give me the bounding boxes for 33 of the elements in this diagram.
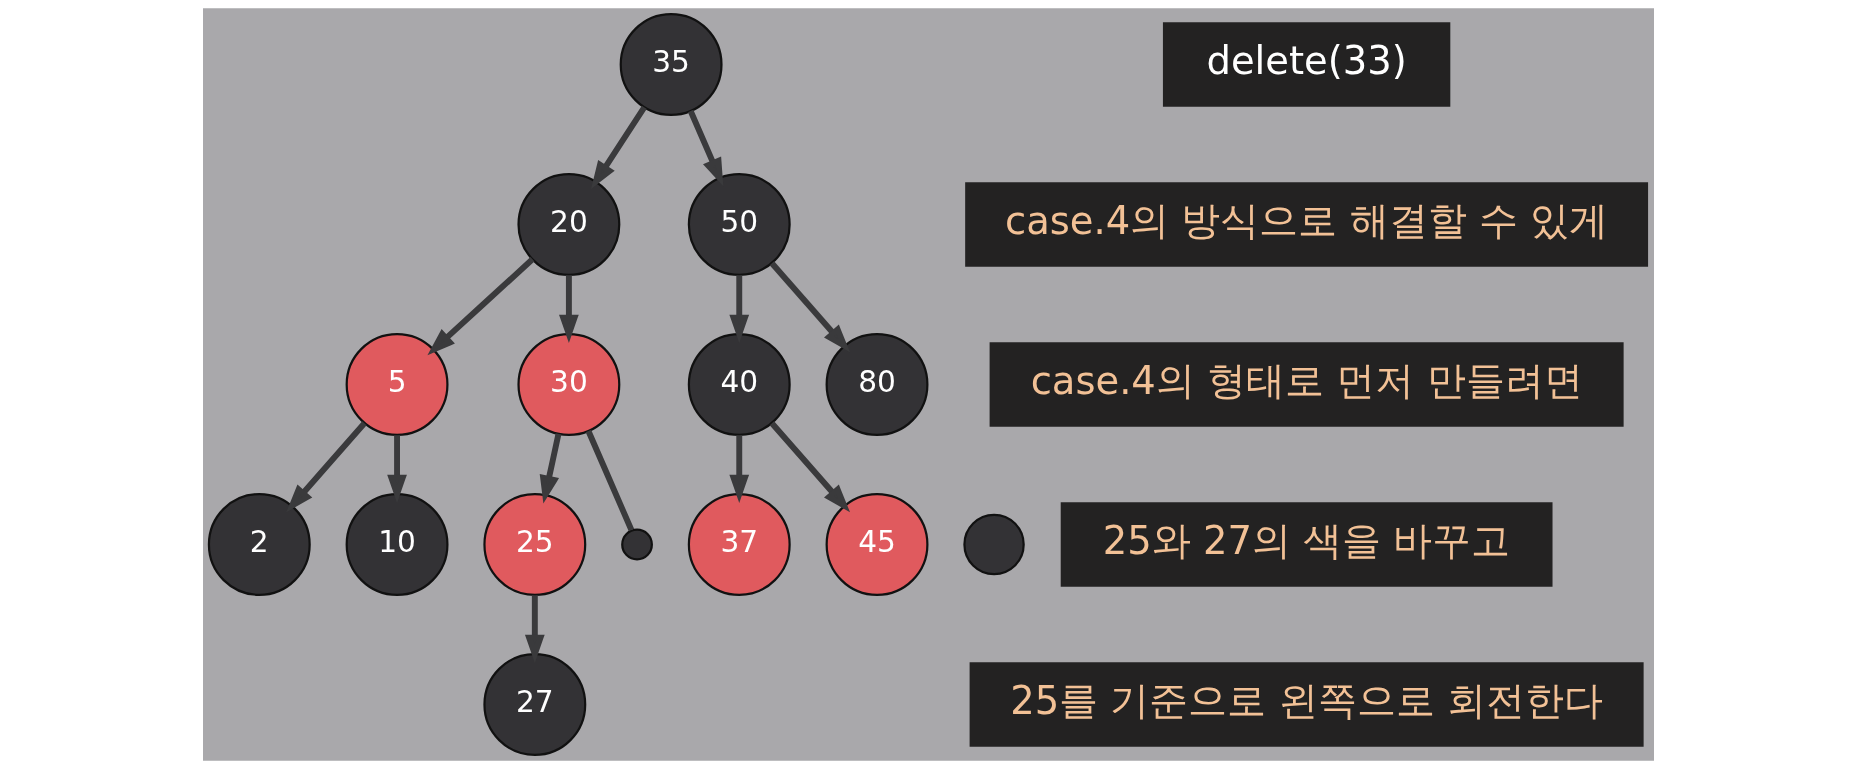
arrow [728, 275, 749, 343]
node-circle: 25 [482, 493, 586, 596]
label: delete(33) [1205, 37, 1407, 83]
label: 25와 27의 색을 바꾸고 [1102, 517, 1510, 563]
node-circle: 40 [687, 333, 791, 436]
arrow [386, 435, 407, 503]
arrow [558, 275, 579, 343]
arrow [524, 595, 545, 663]
label: 25를 기준으로 왼쪽으로 회전한다 [1009, 677, 1603, 723]
node-circle: 45 [825, 493, 928, 596]
node-circle: 10 [345, 493, 449, 596]
arrow [590, 105, 647, 190]
node-circle: 37 [687, 493, 791, 596]
arrow [426, 257, 534, 356]
arrow [728, 435, 749, 503]
node-circle [620, 528, 653, 561]
node-circle: 30 [516, 333, 620, 436]
label: case.4의 방식으로 해결할 수 있게 [1004, 197, 1608, 243]
node-circle [962, 513, 1025, 576]
label: case.4의 형태로 먼저 만들려면 [1030, 357, 1583, 403]
arrow [687, 109, 723, 187]
node-circle: 80 [825, 333, 928, 436]
arrow [285, 421, 367, 513]
node-circle: 2 [207, 493, 311, 596]
node-circle: 5 [345, 333, 449, 436]
node-circle: 27 [482, 653, 586, 756]
arrow [539, 433, 561, 504]
arrow [769, 261, 850, 353]
node-circle: 35 [619, 13, 723, 116]
node-circle: 20 [516, 173, 620, 276]
node-circle: 50 [687, 173, 791, 276]
arrow [769, 421, 850, 513]
connector [585, 429, 634, 532]
